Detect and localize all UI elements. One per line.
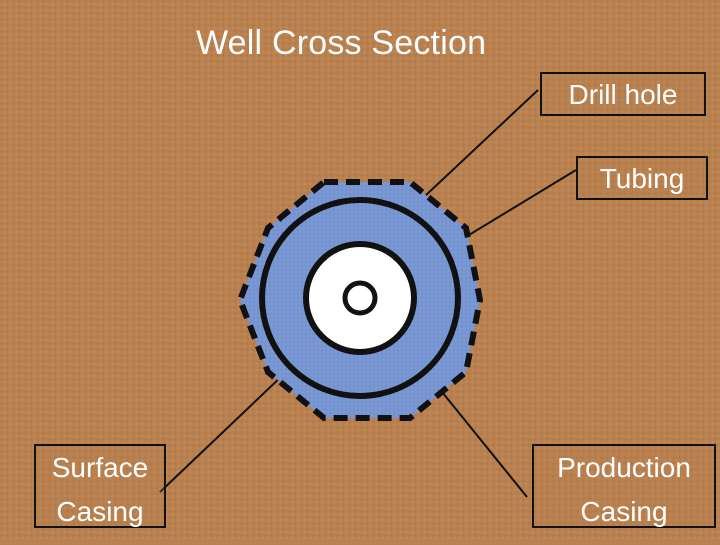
tubing-label: Tubing xyxy=(576,156,708,200)
surface-casing-label: Surface Casing xyxy=(34,444,166,528)
surface-casing-leader-line xyxy=(159,373,285,493)
production-casing-label-line-2: Casing xyxy=(580,496,668,527)
surface-casing-label-line-1: Surface xyxy=(51,452,149,483)
production-casing-label-line-1: Production xyxy=(557,452,691,483)
production-casing-label: Production Casing xyxy=(532,444,716,528)
drill-hole-leader-line xyxy=(424,89,539,197)
production-casing-leader-line xyxy=(433,381,528,498)
surface-casing-label-line-2: Casing xyxy=(56,496,144,527)
surface-casing-ring xyxy=(259,197,461,399)
diagram-title: Well Cross Section xyxy=(196,24,487,62)
tubing-ring xyxy=(342,280,378,316)
drill-hole-label: Drill hole xyxy=(540,72,706,116)
